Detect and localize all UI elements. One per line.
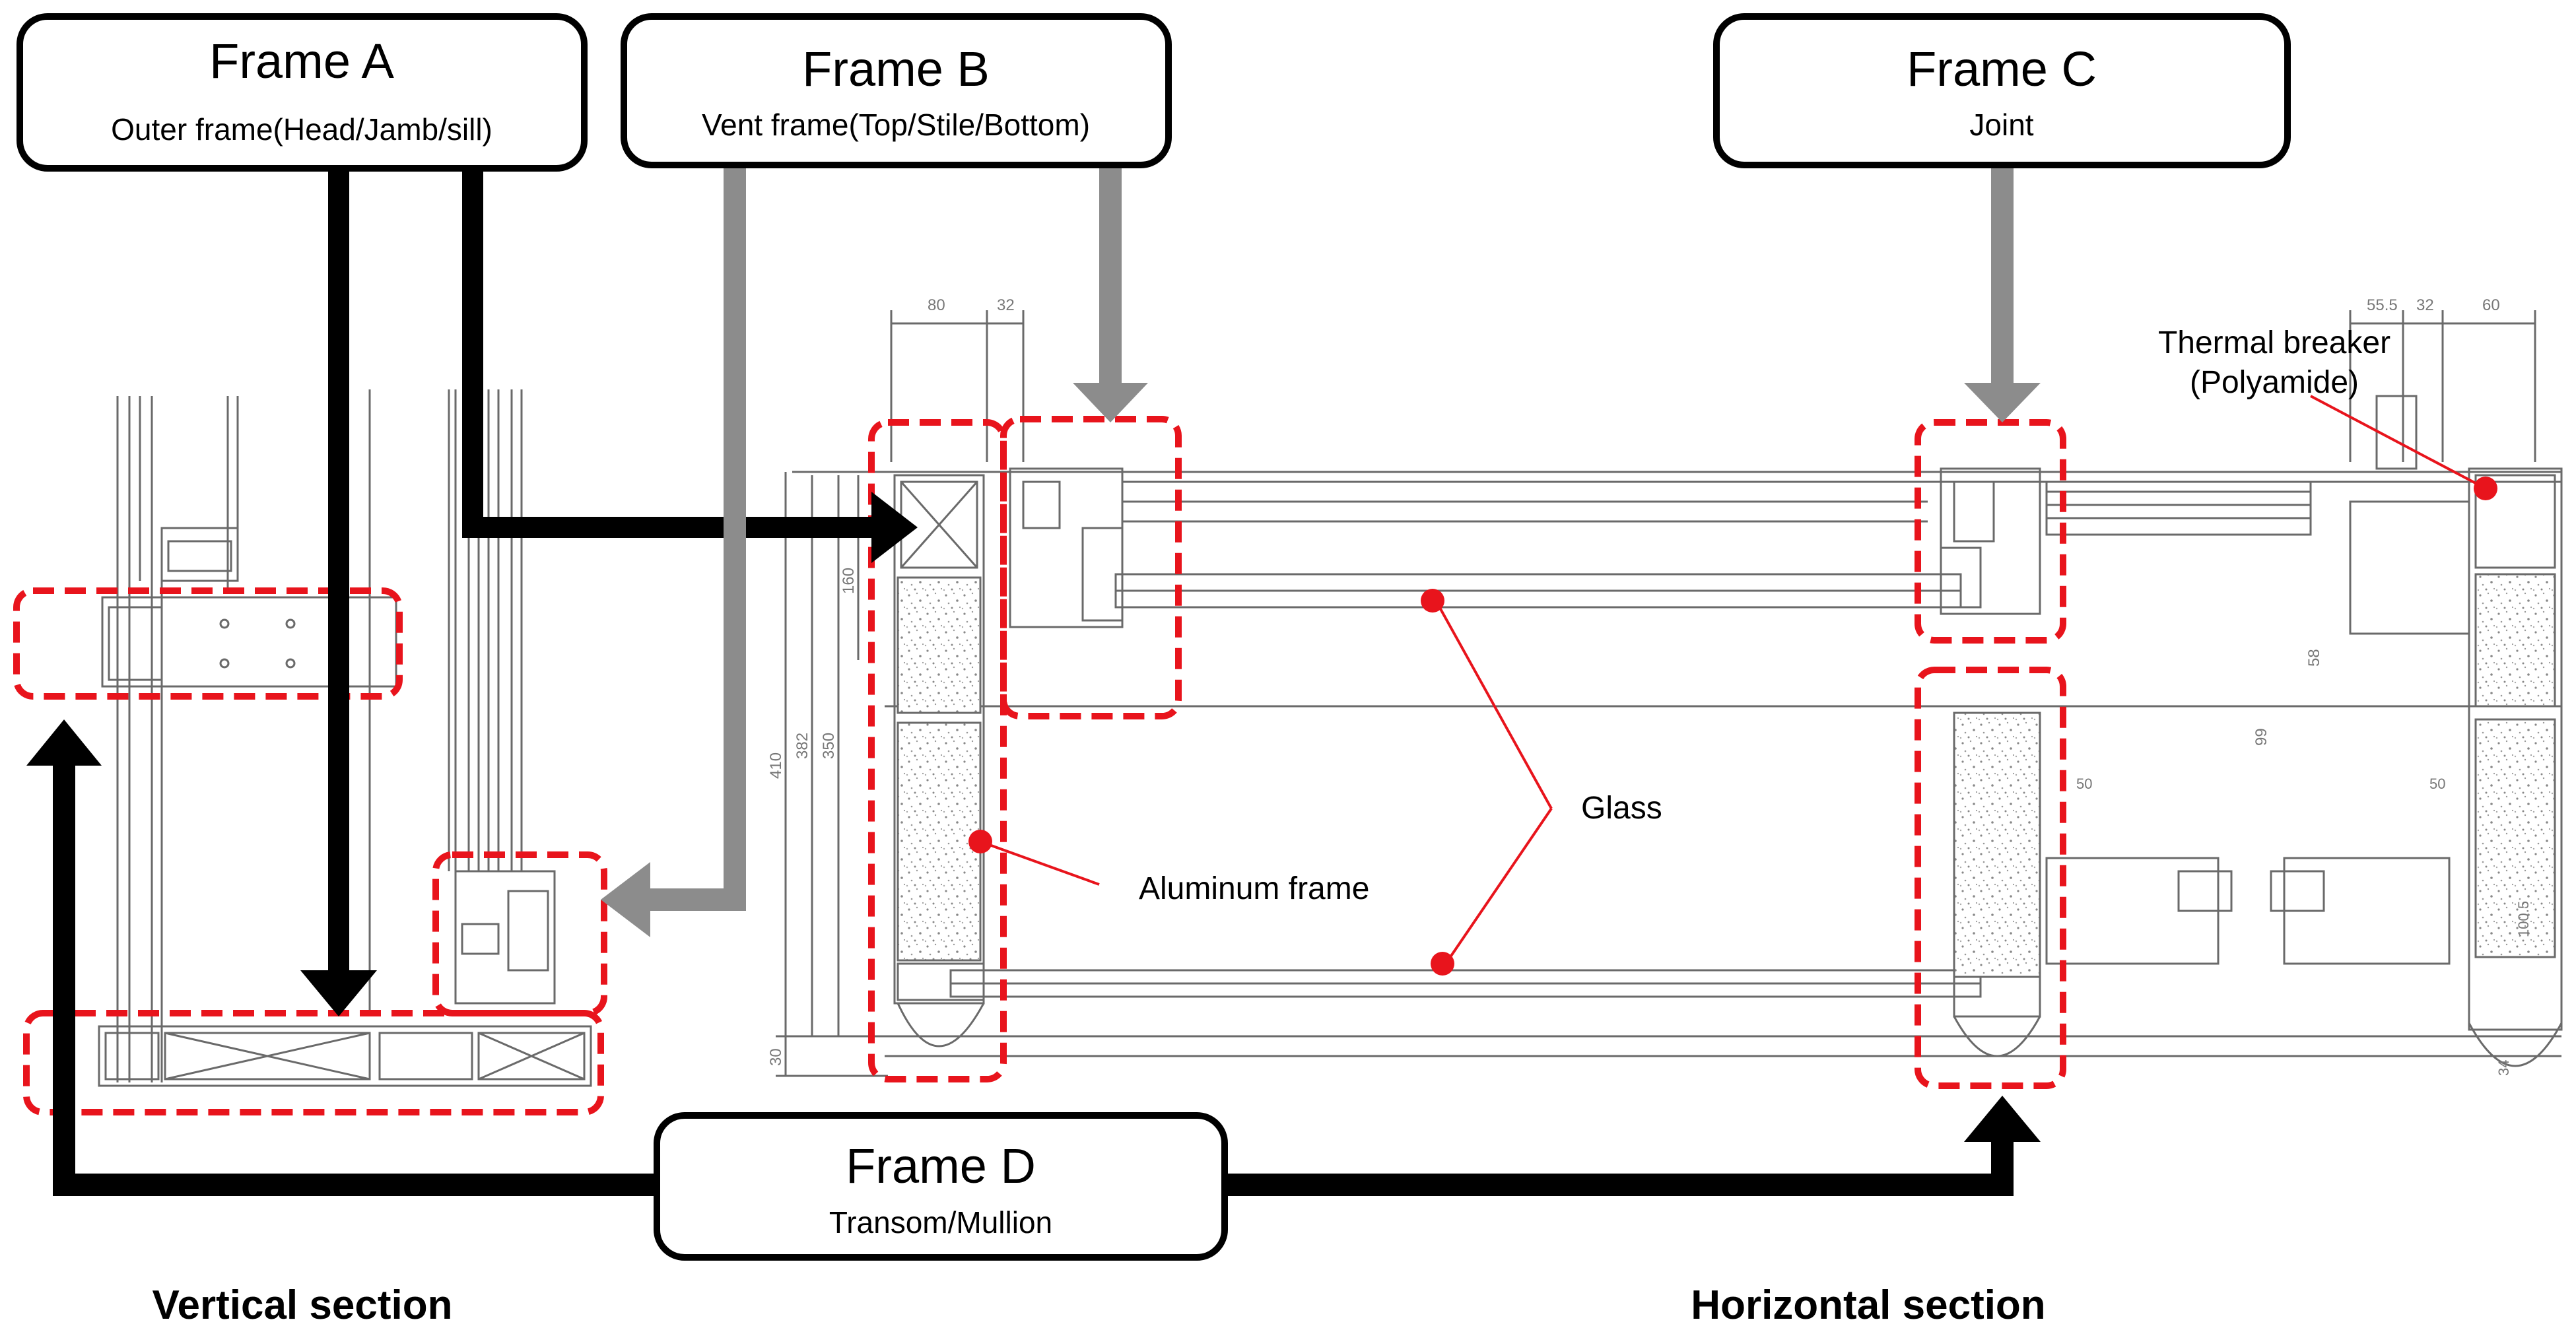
frame-d-title: Frame D [846, 1139, 1036, 1193]
horizontal-section-drawing [776, 310, 2563, 1077]
dim-top-left-b: 32 [997, 296, 1015, 314]
thermal-breaker-label-line1: Thermal breaker [2158, 325, 2390, 360]
frame-a-down-arrow-shaft [328, 165, 349, 970]
highlight-regions [13, 416, 2066, 1115]
frame-a-label: Frame A Outer frame(Head/Jamb/sill) [17, 13, 588, 172]
frame-b-label: Frame B Vent frame(Top/Stile/Bottom) [621, 13, 1172, 168]
frame-b-title: Frame B [802, 42, 990, 96]
frame-b-left-arrow-horizontal [650, 888, 746, 911]
frame-c-subtitle: Joint [1969, 108, 2033, 142]
frame-b-left-arrow-head [601, 862, 650, 937]
frame-b-left-arrow-vertical [724, 165, 746, 911]
dim-right-1005: 100.5 [2515, 901, 2532, 937]
frame-d-right-arrow-vertical [1991, 1142, 2014, 1196]
frame-c-label: Frame C Joint [1713, 13, 2291, 168]
frame-a-title: Frame A [209, 34, 394, 88]
callout-leaders [980, 395, 2486, 965]
glass-label: Glass [1581, 791, 1662, 826]
aluminum-frame-dot [968, 830, 992, 853]
frame-a-elbow-arrow-horizontal [462, 517, 871, 538]
glass-dot-top [1421, 589, 1444, 613]
dim-left-410: 410 [767, 752, 785, 779]
highlight-frame-a-head [13, 587, 403, 700]
frame-a-elbow-arrow-vertical [462, 165, 483, 538]
frame-b-down-arrow-head [1073, 383, 1148, 422]
frame-b-subtitle: Vent frame(Top/Stile/Bottom) [702, 108, 1090, 142]
highlight-mullion [1915, 667, 2066, 1089]
dim-top-right-a: 55.5 [2367, 296, 2398, 314]
dim-top-right-b: 32 [2416, 296, 2434, 314]
frame-d-label: Frame D Transom/Mullion [654, 1112, 1228, 1261]
frame-d-right-arrow-head [1964, 1096, 2041, 1142]
horizontal-section-caption: Horizontal section [1691, 1282, 2045, 1328]
frame-a-subtitle: Outer frame(Head/Jamb/sill) [111, 112, 492, 147]
frame-d-left-arrow-horizontal [53, 1174, 663, 1196]
dim-left-382: 382 [794, 733, 811, 759]
glass-dot-bottom [1431, 952, 1454, 976]
frame-c-title: Frame C [1907, 42, 2097, 96]
highlight-frame-b-horizontal [1000, 416, 1182, 719]
aluminum-frame-label: Aluminum frame [1139, 871, 1369, 906]
callout-dots [968, 477, 2497, 976]
arrows-gray [601, 165, 2041, 937]
highlight-frame-b-vertical [432, 851, 607, 1016]
frame-d-left-arrow-head [26, 719, 102, 766]
dim-left-30: 30 [767, 1048, 785, 1066]
frame-d-left-arrow-vertical [53, 766, 75, 1196]
thermal-breaker-dot [2474, 477, 2497, 500]
frame-c-down-arrow-shaft [1991, 165, 2014, 383]
highlight-frame-a-sill [23, 1010, 604, 1115]
dim-right-34: 34 [2495, 1060, 2512, 1076]
dim-top-left-a: 80 [928, 296, 945, 314]
frame-d-subtitle: Transom/Mullion [829, 1205, 1052, 1240]
frame-c-down-arrow-head [1964, 383, 2041, 422]
frame-d-right-arrow-horizontal [1225, 1174, 2014, 1196]
frame-a-elbow-arrow-head [871, 492, 918, 563]
vertical-section-caption: Vertical section [153, 1282, 453, 1328]
arrows-black [26, 165, 2041, 1196]
frame-b-down-arrow-shaft [1099, 165, 1122, 383]
dim-right-50a: 50 [2076, 776, 2092, 792]
dim-top-right-c: 60 [2482, 296, 2500, 314]
frame-a-down-arrow-head [300, 970, 377, 1016]
dim-right-58-visible: 58 [2305, 649, 2323, 667]
dim-right-99: 99 [2253, 728, 2270, 746]
thermal-breaker-label-line2: (Polyamide) [2190, 365, 2359, 400]
dimension-labels: 80 32 55.5 32 60 410 382 350 160 30 58 5… [767, 296, 2532, 1076]
dim-left-160: 160 [840, 568, 858, 594]
dim-left-350: 350 [820, 733, 838, 759]
highlight-aluminum-frame-left [868, 419, 1007, 1082]
highlight-frame-c-joint [1915, 419, 2066, 644]
dim-right-50b: 50 [2429, 776, 2445, 792]
